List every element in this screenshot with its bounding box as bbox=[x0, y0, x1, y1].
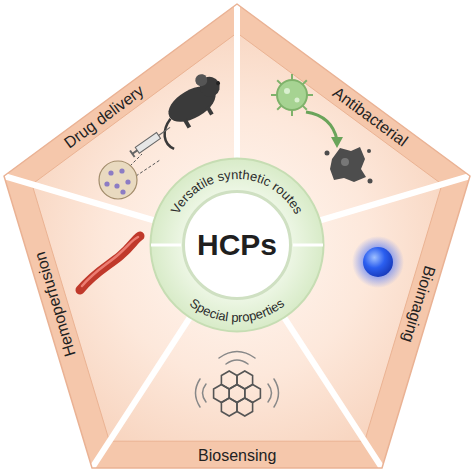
sector-divider bbox=[4, 4, 470, 468]
pentagon-outline bbox=[4, 4, 470, 468]
center-circle: HCPs bbox=[182, 190, 292, 300]
dashed-line bbox=[136, 160, 160, 176]
glow-sphere bbox=[352, 236, 404, 288]
tube-icon bbox=[80, 236, 140, 290]
synthesis-ring: Versatile synthetic routesSpecial proper… bbox=[149, 157, 325, 333]
tube-icon bbox=[82, 237, 138, 286]
application-sector: Biosensing bbox=[195, 447, 279, 465]
sector-band bbox=[4, 4, 470, 468]
arrow-icon bbox=[306, 112, 337, 140]
signal-waves bbox=[196, 352, 279, 408]
arrow-icon bbox=[331, 137, 343, 148]
nanoparticle-icon bbox=[99, 161, 137, 199]
center-title: HCPs bbox=[197, 228, 277, 262]
bacteria-icon bbox=[271, 74, 313, 116]
glow-sphere bbox=[363, 247, 393, 277]
dashed-line bbox=[130, 154, 142, 166]
dead-cell-icon bbox=[325, 147, 373, 184]
honeycomb-icon bbox=[214, 371, 261, 416]
sector-label: Biosensing bbox=[198, 447, 276, 465]
syringe-icon bbox=[130, 124, 172, 157]
